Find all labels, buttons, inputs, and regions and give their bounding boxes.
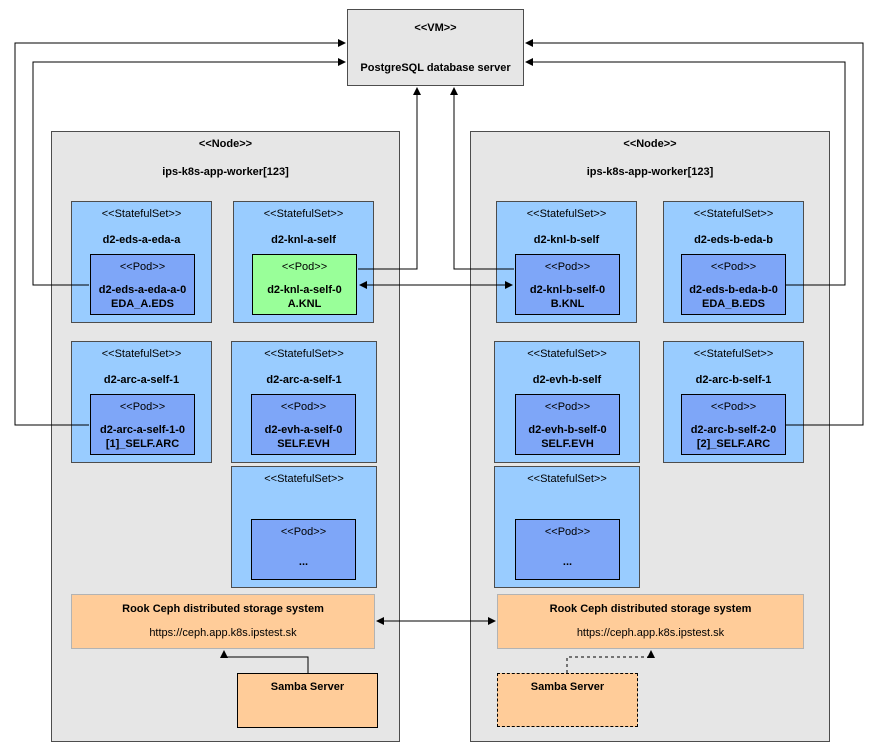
connector-samba-b-to-ceph-b: [566, 650, 655, 673]
pod-name: d2-knl-b-self-0: [529, 284, 606, 296]
pod-service: [2]_SELF.ARC: [696, 438, 771, 450]
pod-stereotype: <<Pod>>: [280, 401, 327, 413]
pod-stereotype: <<Pod>>: [280, 526, 327, 538]
connector-knl-b-to-vm: [450, 87, 514, 270]
pod-more-a: <<Pod>> ...: [251, 519, 356, 580]
statefulset-name: d2-knl-b-self: [533, 234, 600, 246]
statefulset-arc-a: <<StatefulSet>> d2-arc-a-self-1 <<Pod>> …: [71, 341, 212, 463]
pod-name: d2-eds-a-eda-a-0: [98, 284, 187, 296]
statefulset-stereotype: <<StatefulSet>>: [693, 208, 774, 220]
pod-name: d2-arc-b-self-2-0: [690, 424, 777, 436]
statefulset-name: d2-eds-b-eda-b: [694, 234, 773, 246]
statefulset-stereotype: <<StatefulSet>>: [527, 348, 607, 360]
samba-server-a: Samba Server: [237, 673, 378, 728]
statefulset-more-a: <<StatefulSet>> <<Pod>> ...: [231, 466, 377, 588]
ceph-url: https://ceph.app.k8s.ipstest.sk: [149, 627, 297, 639]
pod-name: d2-arc-a-self-1-0: [100, 424, 185, 436]
statefulset-name: d2-eds-a-eda-a: [102, 234, 181, 246]
samba-name: Samba Server: [270, 681, 345, 693]
pod-service: A.KNL: [287, 298, 322, 310]
statefulset-stereotype: <<StatefulSet>>: [264, 473, 344, 485]
pod-service: EDA_B.EDS: [702, 298, 765, 310]
statefulset-stereotype: <<StatefulSet>>: [264, 348, 344, 360]
statefulset-knl-a: <<StatefulSet>> d2-knl-a-self <<Pod>> d2…: [233, 201, 374, 323]
connector-samba-a-to-ceph-a: [220, 650, 309, 673]
pod-service: SELF.EVH: [541, 438, 594, 450]
node-b-stereotype: <<Node>>: [623, 138, 677, 150]
ceph-storage-b: Rook Ceph distributed storage system htt…: [497, 594, 804, 649]
statefulset-eds-b: <<StatefulSet>> d2-eds-b-eda-b <<Pod>> d…: [663, 201, 804, 323]
samba-server-b: Samba Server: [497, 673, 638, 727]
connector-eds-a-to-vm: [32, 58, 346, 286]
vm-postgresql: <<VM>> PostgreSQL database server: [347, 9, 524, 86]
ceph-name: Rook Ceph distributed storage system: [122, 603, 324, 615]
pod-knl-a: <<Pod>> d2-knl-a-self-0 A.KNL: [252, 254, 357, 315]
pod-stereotype: <<Pod>>: [119, 401, 166, 413]
pod-name: d2-evh-b-self-0: [528, 424, 607, 436]
pod-stereotype: <<Pod>>: [710, 261, 757, 273]
statefulset-name: d2-evh-b-self: [532, 374, 602, 386]
pod-name: d2-knl-a-self-0: [267, 284, 342, 296]
pod-stereotype: <<Pod>>: [544, 526, 591, 538]
vm-stereotype: <<VM>>: [414, 22, 457, 34]
pod-evh-b: <<Pod>> d2-evh-b-self-0 SELF.EVH: [515, 394, 620, 455]
statefulset-stereotype: <<StatefulSet>>: [101, 208, 182, 220]
pod-service: [1]_SELF.ARC: [105, 438, 180, 450]
samba-name: Samba Server: [530, 681, 605, 693]
statefulset-stereotype: <<StatefulSet>>: [526, 208, 607, 220]
statefulset-eds-a: <<StatefulSet>> d2-eds-a-eda-a <<Pod>> d…: [71, 201, 212, 323]
statefulset-stereotype: <<StatefulSet>>: [527, 473, 607, 485]
pod-stereotype: <<Pod>>: [544, 401, 591, 413]
connector-eds-b-to-vm: [525, 58, 846, 286]
pod-knl-b: <<Pod>> d2-knl-b-self-0 B.KNL: [515, 254, 620, 315]
pod-stereotype: <<Pod>>: [119, 261, 166, 273]
connector-arc-b-to-vm: [525, 39, 864, 426]
node-a-name: ips-k8s-app-worker[123]: [162, 166, 289, 178]
statefulset-more-b: <<StatefulSet>> <<Pod>> ...: [494, 466, 640, 588]
pod-evh-a: <<Pod>> d2-evh-a-self-0 SELF.EVH: [251, 394, 356, 455]
statefulset-name: d2-arc-a-self-1: [103, 374, 180, 386]
pod-eds-a: <<Pod>> d2-eds-a-eda-a-0 EDA_A.EDS: [90, 254, 195, 315]
statefulset-knl-b: <<StatefulSet>> d2-knl-b-self <<Pod>> d2…: [496, 201, 637, 323]
statefulset-arc-b: <<StatefulSet>> d2-arc-b-self-1 <<Pod>> …: [663, 341, 804, 463]
ceph-name: Rook Ceph distributed storage system: [549, 603, 752, 615]
ceph-storage-a: Rook Ceph distributed storage system htt…: [71, 594, 375, 649]
node-b-name: ips-k8s-app-worker[123]: [586, 166, 714, 178]
statefulset-evh-a: <<StatefulSet>> d2-arc-a-self-1 <<Pod>> …: [231, 341, 377, 463]
pod-stereotype: <<Pod>>: [544, 261, 591, 273]
vm-name: PostgreSQL database server: [360, 62, 511, 74]
pod-arc-b: <<Pod>> d2-arc-b-self-2-0 [2]_SELF.ARC: [681, 394, 786, 455]
statefulset-name: d2-arc-a-self-1: [266, 374, 342, 386]
connector-knl-a-to-vm: [358, 87, 421, 270]
pod-service: B.KNL: [550, 298, 585, 310]
pod-service: EDA_A.EDS: [111, 298, 174, 310]
pod-service: SELF.EVH: [277, 438, 330, 450]
node-a-stereotype: <<Node>>: [198, 138, 253, 150]
statefulset-stereotype: <<StatefulSet>>: [693, 348, 774, 360]
pod-name: d2-eds-b-eda-b-0: [689, 284, 778, 296]
pod-more-b: <<Pod>> ...: [515, 519, 620, 580]
statefulset-stereotype: <<StatefulSet>>: [263, 208, 344, 220]
statefulset-name: d2-knl-a-self: [271, 234, 336, 246]
statefulset-evh-b: <<StatefulSet>> d2-evh-b-self <<Pod>> d2…: [494, 341, 640, 463]
pod-arc-a: <<Pod>> d2-arc-a-self-1-0 [1]_SELF.ARC: [90, 394, 195, 455]
connector-arc-a-to-vm: [14, 39, 346, 426]
ceph-url: https://ceph.app.k8s.ipstest.sk: [576, 627, 725, 639]
pod-ellipsis: ...: [562, 556, 573, 568]
pod-stereotype: <<Pod>>: [281, 261, 328, 273]
statefulset-name: d2-arc-b-self-1: [695, 374, 772, 386]
pod-name: d2-evh-a-self-0: [264, 424, 343, 436]
pod-stereotype: <<Pod>>: [710, 401, 757, 413]
pod-ellipsis: ...: [298, 556, 309, 568]
statefulset-stereotype: <<StatefulSet>>: [101, 348, 182, 360]
